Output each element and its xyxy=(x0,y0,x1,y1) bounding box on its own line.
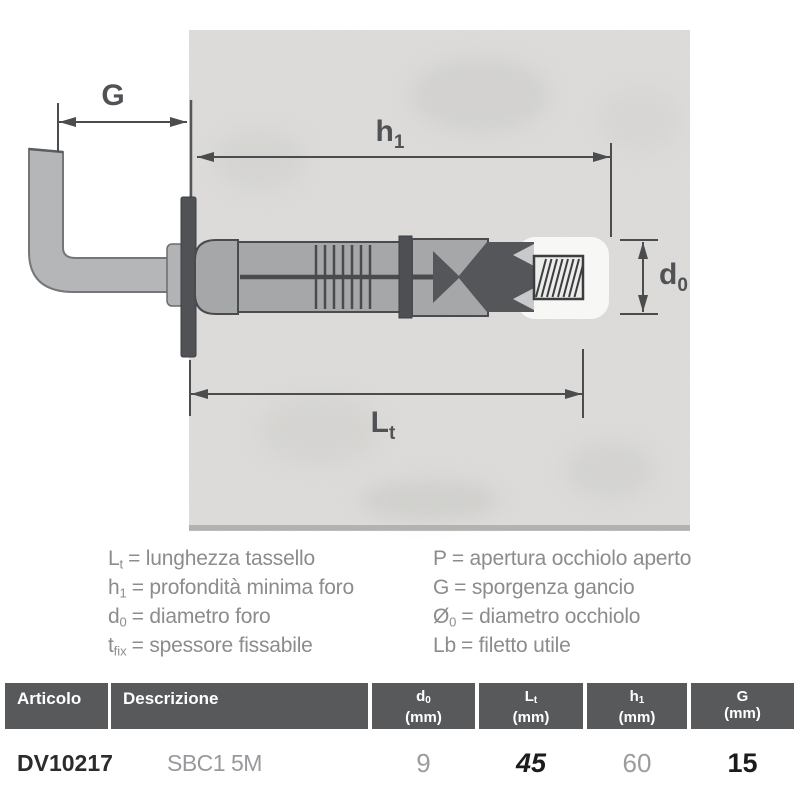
wedge-left xyxy=(433,251,460,303)
collar xyxy=(194,239,239,315)
dim-label-Lt: Lt xyxy=(371,406,396,444)
col-header-Lt: Lt (mm) xyxy=(479,683,583,729)
legend-item-h1: h1= profondità minima foro xyxy=(108,576,354,601)
expansion-slits xyxy=(314,245,372,309)
hook xyxy=(28,147,181,293)
cell-G: 15 xyxy=(727,748,758,778)
dim-label-d0: d0 xyxy=(659,258,688,296)
concrete-bottom-edge xyxy=(189,525,690,531)
col-header-descrizione: Descrizione xyxy=(111,683,368,729)
col-header-articolo: Articolo xyxy=(5,683,108,729)
cell-h1: 60 xyxy=(622,748,652,778)
sleeve-band xyxy=(398,235,413,319)
dim-label-G: G xyxy=(101,79,124,112)
cell-d0: 9 xyxy=(416,748,431,778)
cone-notch-top xyxy=(513,244,534,266)
cell-articolo: DV10217 xyxy=(17,750,113,776)
legend-item-O0: Ø0= diametro occhiolo xyxy=(433,605,641,630)
flange-plate xyxy=(180,196,197,358)
dimension-arrowheads xyxy=(59,117,648,399)
legend-item-P: P= apertura occhiolo aperto xyxy=(433,547,692,570)
legend-item-tfix: tfix= spessore fissabile xyxy=(108,634,313,659)
col-header-d0: d0 (mm) xyxy=(372,683,475,729)
expansion-cone xyxy=(458,242,534,312)
anchor-diagram: G h1 d0 Lt xyxy=(28,30,690,531)
cell-Lt: 45 xyxy=(515,748,547,778)
col-header-G: G (mm) xyxy=(691,683,794,729)
col-header-h1: h1 (mm) xyxy=(587,683,687,729)
legend-item-Lt: Lt= lunghezza tassello xyxy=(108,547,315,572)
threaded-rod xyxy=(532,254,585,301)
cone-notch-bottom xyxy=(513,288,534,310)
legend-item-Lb: Lb= filetto utile xyxy=(433,634,571,657)
legend-right-column: P= apertura occhiolo aperto G= sporgenza… xyxy=(433,544,783,660)
legend-item-d0: d0= diametro foro xyxy=(108,605,271,630)
legend-item-G: G= sporgenza gancio xyxy=(433,576,635,599)
legend-left-column: Lt= lunghezza tassello h1= profondità mi… xyxy=(108,544,428,660)
cell-descrizione: SBC1 5M xyxy=(167,750,262,776)
dim-label-h1: h1 xyxy=(376,115,405,153)
